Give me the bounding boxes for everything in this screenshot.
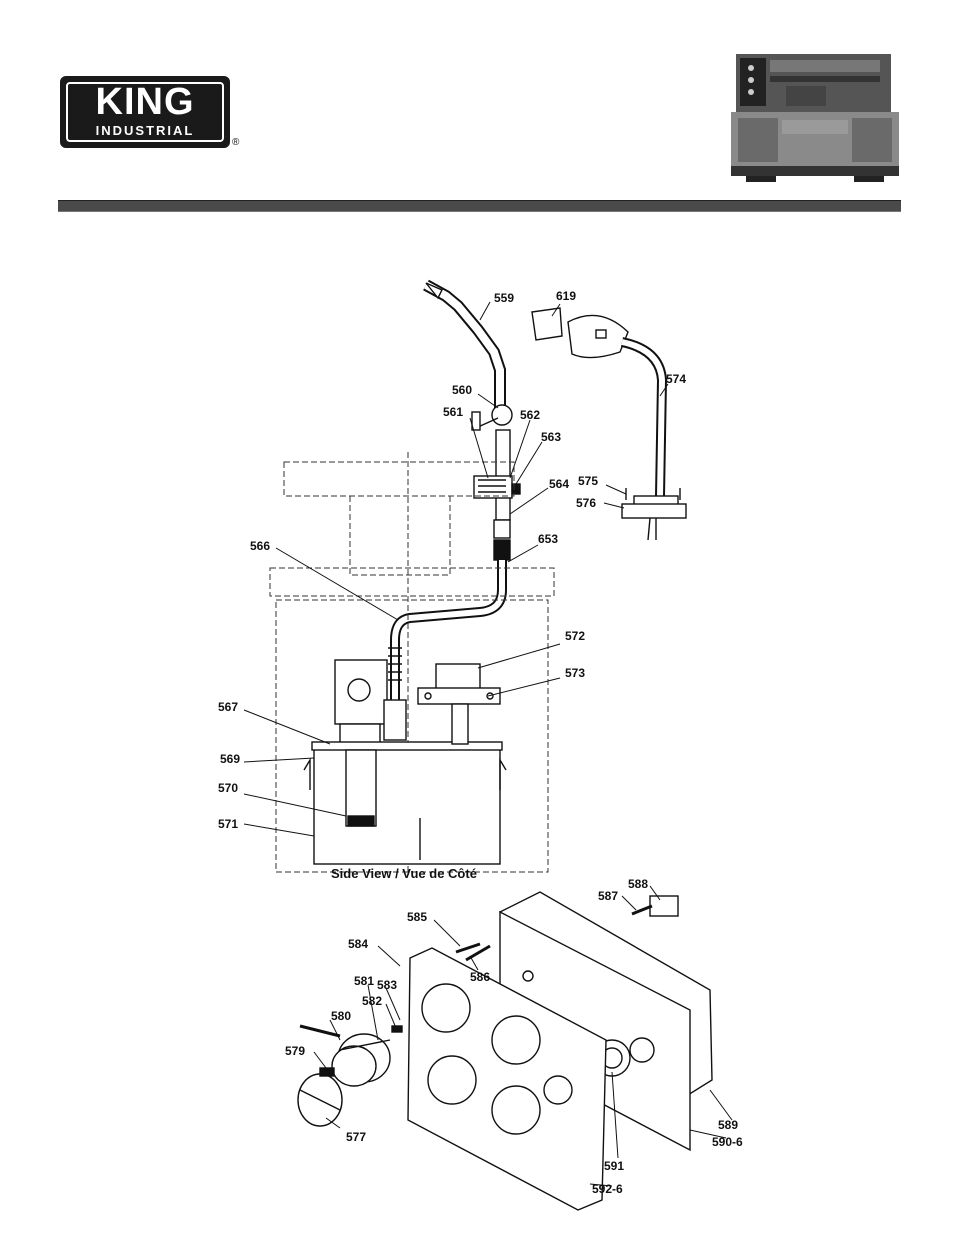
label-585: 585 (407, 910, 427, 924)
label-572: 572 (565, 629, 585, 643)
label-561: 561 (443, 405, 463, 419)
label-569: 569 (220, 752, 240, 766)
label-579: 579 (285, 1044, 305, 1058)
label-563: 563 (541, 430, 561, 444)
label-567: 567 (218, 700, 238, 714)
label-566: 566 (250, 539, 270, 553)
label-590-6: 590-6 (712, 1135, 743, 1149)
label-582: 582 (362, 994, 382, 1008)
label-576: 576 (576, 496, 596, 510)
label-588: 588 (628, 877, 648, 891)
lathe-illustration (726, 46, 904, 184)
brand-logo: KING INDUSTRIAL (60, 76, 230, 148)
label-589: 589 (718, 1118, 738, 1132)
valve-assembly (472, 405, 520, 560)
label-577: 577 (346, 1130, 366, 1144)
label-573: 573 (565, 666, 585, 680)
label-619: 619 (556, 289, 576, 303)
work-lamp (532, 308, 686, 540)
parts-diagram: 559 619 574 560 561 562 563 564 575 576 … (0, 260, 954, 1220)
logo-subtitle: INDUSTRIAL (62, 123, 228, 138)
label-562: 562 (520, 408, 540, 422)
label-574: 574 (666, 372, 686, 386)
label-570: 570 (218, 781, 238, 795)
side-view-caption: Side View / Vue de Côté (331, 866, 477, 881)
label-571: 571 (218, 817, 238, 831)
switch-box (418, 664, 500, 744)
label-564: 564 (549, 477, 569, 491)
label-586: 586 (470, 970, 490, 984)
label-591: 591 (604, 1159, 624, 1173)
label-584: 584 (348, 937, 368, 951)
label-583: 583 (377, 978, 397, 992)
label-580: 580 (331, 1009, 351, 1023)
logo-wordmark: KING (62, 82, 228, 122)
label-653: 653 (538, 532, 558, 546)
label-581: 581 (354, 974, 374, 988)
label-560: 560 (452, 383, 472, 397)
label-592-6: 592-6 (592, 1182, 623, 1196)
coolant-tank (304, 742, 506, 864)
header-rule (58, 200, 901, 212)
label-587: 587 (598, 889, 618, 903)
registered-mark: ® (232, 137, 239, 148)
label-575: 575 (578, 474, 598, 488)
label-559: 559 (494, 291, 514, 305)
